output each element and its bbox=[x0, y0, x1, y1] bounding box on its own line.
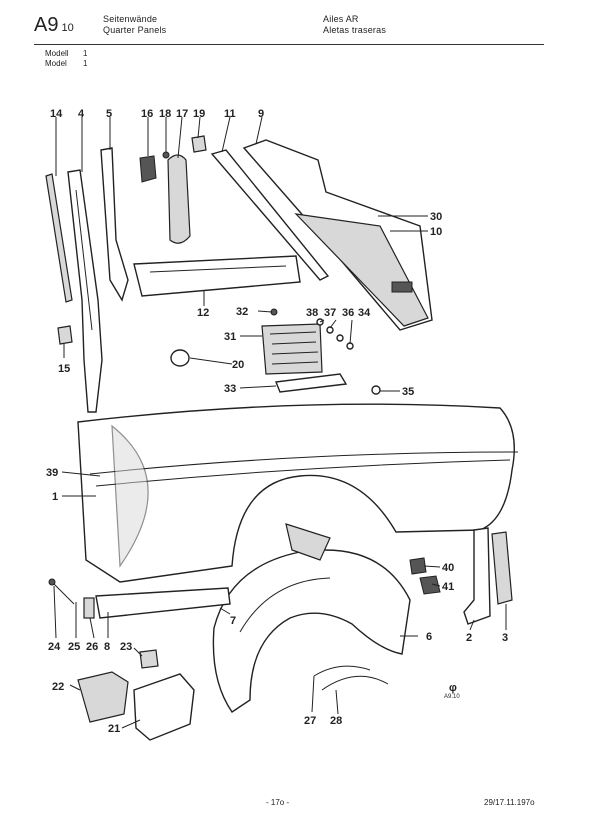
title-de: Seitenwände bbox=[103, 14, 158, 24]
callout-2: 2 bbox=[466, 632, 472, 644]
callout-41: 41 bbox=[442, 581, 454, 593]
page-code-main: A9 bbox=[34, 14, 59, 36]
title-es: Aletas traseras bbox=[323, 25, 387, 35]
page-number: - 17o - bbox=[266, 798, 290, 807]
callout-36: 36 bbox=[342, 307, 354, 319]
callout-31: 31 bbox=[224, 331, 236, 343]
page-code-sub: 10 bbox=[61, 22, 74, 34]
part-grille-31 bbox=[261, 323, 323, 375]
callout-40: 40 bbox=[442, 562, 454, 574]
callout-21: 21 bbox=[108, 723, 120, 735]
callout-35: 35 bbox=[402, 386, 414, 398]
part-pillar-5 bbox=[100, 147, 129, 302]
callout-33: 33 bbox=[224, 383, 236, 395]
callout-14: 14 bbox=[50, 108, 63, 120]
page-code: A9 10 bbox=[34, 14, 74, 39]
part-strip-14 bbox=[45, 173, 73, 303]
callout-9: 9 bbox=[258, 108, 264, 120]
model-label: Model bbox=[45, 59, 67, 68]
callout-24: 24 bbox=[48, 641, 61, 653]
part-sill-7-8 bbox=[83, 587, 231, 619]
part-rail-11 bbox=[210, 149, 330, 281]
callout-22: 22 bbox=[52, 681, 64, 693]
callout-numbers: 14 4 5 16 18 17 19 11 9 30 10 12 32 38 3… bbox=[46, 108, 508, 735]
logo-reference: A9.10 bbox=[444, 694, 460, 700]
part-strap-17 bbox=[167, 154, 191, 244]
model-row-en: Model 1 bbox=[45, 59, 87, 69]
callout-7: 7 bbox=[230, 615, 236, 627]
header-rule bbox=[34, 44, 544, 45]
part-seals-27-28 bbox=[313, 665, 389, 691]
title-fr: Ailes AR bbox=[323, 14, 359, 24]
part-shelf-12 bbox=[133, 255, 301, 297]
callout-34: 34 bbox=[358, 307, 371, 319]
callout-27: 27 bbox=[304, 715, 316, 727]
callout-3: 3 bbox=[502, 632, 508, 644]
callout-19: 19 bbox=[193, 108, 205, 120]
callout-10: 10 bbox=[430, 226, 442, 238]
model-value: 1 bbox=[83, 49, 88, 58]
callout-30: 30 bbox=[430, 211, 442, 223]
callout-39: 39 bbox=[46, 467, 58, 479]
part-clip-15 bbox=[57, 325, 73, 345]
leader-lines bbox=[53, 116, 507, 729]
callout-12: 12 bbox=[197, 307, 209, 319]
callout-1: 1 bbox=[52, 491, 58, 503]
callout-37: 37 bbox=[324, 307, 336, 319]
callout-25: 25 bbox=[68, 641, 80, 653]
callout-11: 11 bbox=[224, 108, 236, 120]
callout-23: 23 bbox=[120, 641, 132, 653]
callout-17: 17 bbox=[176, 108, 188, 120]
part-trim-33 bbox=[275, 373, 348, 393]
callout-32: 32 bbox=[236, 306, 248, 318]
title-en: Quarter Panels bbox=[103, 25, 167, 35]
callout-8: 8 bbox=[104, 641, 110, 653]
manufacturer-logo: φ bbox=[449, 682, 457, 694]
model-row-de: Modell 1 bbox=[45, 49, 87, 59]
part-pillar-4 bbox=[67, 169, 103, 413]
part-quarter-panel-1 bbox=[77, 403, 519, 583]
part-bracket-23 bbox=[139, 649, 159, 669]
model-value: 1 bbox=[83, 59, 88, 68]
part-bolt-24-25 bbox=[48, 578, 75, 605]
part-wheelhouse-6 bbox=[212, 523, 411, 713]
part-bracket-19 bbox=[191, 135, 207, 153]
callout-28: 28 bbox=[330, 715, 342, 727]
callout-16: 16 bbox=[141, 108, 153, 120]
callout-38: 38 bbox=[306, 307, 318, 319]
callout-4: 4 bbox=[78, 108, 85, 120]
callout-26: 26 bbox=[86, 641, 98, 653]
print-date: 29/17.11.197o bbox=[484, 798, 535, 807]
part-boxes-21-22 bbox=[77, 671, 195, 741]
part-grommet-20 bbox=[170, 349, 190, 367]
part-16-18-clips bbox=[139, 151, 170, 183]
callout-20: 20 bbox=[232, 359, 244, 371]
part-pillars-2-3 bbox=[463, 527, 513, 625]
callout-5: 5 bbox=[106, 108, 112, 120]
callout-6: 6 bbox=[426, 631, 432, 643]
part-panel-9-10 bbox=[242, 139, 433, 331]
part-brackets-40-41 bbox=[409, 557, 441, 595]
model-label: Modell bbox=[45, 49, 69, 58]
callout-15: 15 bbox=[58, 363, 70, 375]
callout-18: 18 bbox=[159, 108, 171, 120]
